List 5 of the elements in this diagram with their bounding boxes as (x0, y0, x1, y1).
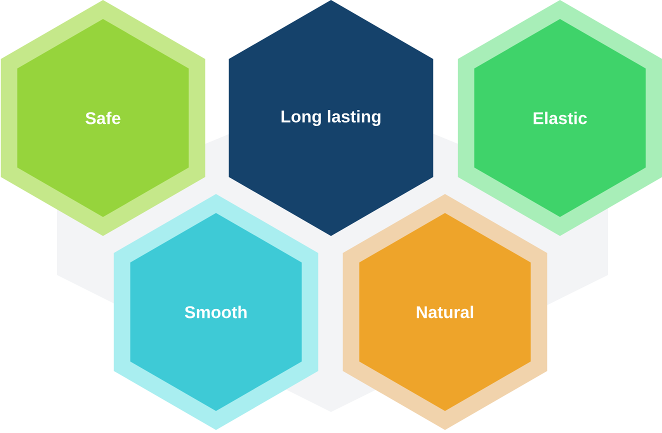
hexagon: Natural (342, 194, 548, 430)
hexagon: Smooth (114, 194, 318, 430)
hexagon: Safe (0, 0, 206, 236)
hexagon: Long lasting (228, 0, 434, 236)
hexagon: Elastic (458, 0, 662, 236)
